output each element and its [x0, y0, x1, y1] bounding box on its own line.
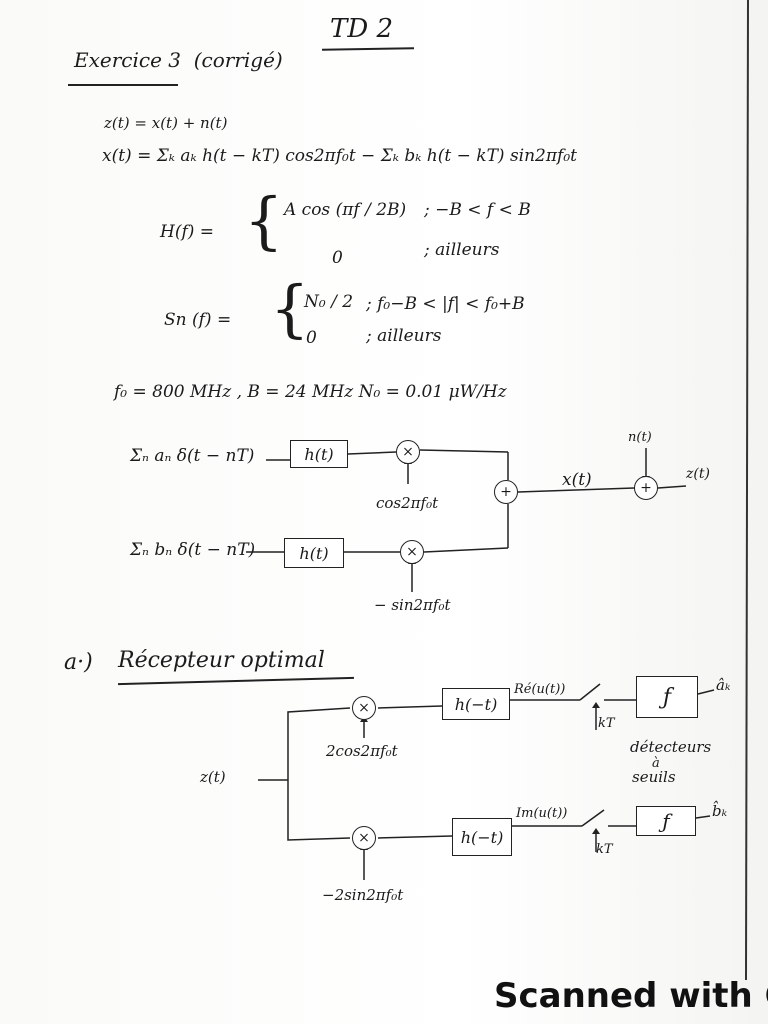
output-a-hat: âₖ — [716, 676, 731, 694]
decision-block-bottom: ƒ — [636, 806, 696, 836]
receiver-filter-top: h(−t) — [442, 688, 510, 720]
receiver-signal-real: Ré(u(t)) — [514, 682, 566, 697]
receiver-carrier-cos: 2cos2πf₀t — [326, 742, 398, 760]
equation-x: x(t) = Σₖ aₖ h(t − kT) cos2πf₀t − Σₖ bₖ … — [102, 146, 577, 166]
exercise-heading: Exercice 3 (corrigé) — [74, 48, 283, 72]
parameters-line: f₀ = 800 MHz , B = 24 MHz N₀ = 0.01 μW/H… — [114, 382, 507, 402]
carrier-sin-label: − sin2πf₀t — [374, 596, 451, 614]
decision-block-top: ƒ — [636, 676, 698, 718]
receiver-multiplier-top: × — [352, 696, 376, 720]
H-case2-expr: 0 — [332, 248, 343, 268]
Sn-case1-cond: ; f₀−B < |f| < f₀+B — [366, 294, 525, 314]
receiver-carrier-sin: −2sin2πf₀t — [322, 886, 404, 904]
decision-note-3: seuils — [632, 768, 676, 786]
output-z-label: z(t) — [686, 466, 710, 482]
receiver-multiplier-bottom: × — [352, 826, 376, 850]
multiplier-top: × — [396, 440, 420, 464]
receiver-signal-imag: Im(u(t)) — [516, 806, 568, 821]
Sn-brace: { — [270, 272, 310, 345]
H-case1-cond: ; −B < f < B — [424, 200, 531, 220]
section-marker: a·) — [64, 650, 93, 675]
H-label: H(f) = — [160, 222, 215, 242]
sampler-top-label: kT — [598, 716, 615, 731]
scanner-watermark: Scanned with Ca — [494, 976, 768, 1016]
H-case2-cond: ; ailleurs — [424, 240, 500, 260]
equation-z: z(t) = x(t) + n(t) — [104, 114, 228, 132]
Sn-case1-expr: N₀ / 2 — [304, 292, 354, 312]
H-brace: { — [244, 184, 284, 257]
Sn-case2-cond: ; ailleurs — [366, 326, 442, 346]
page-title: TD 2 — [330, 14, 393, 44]
exercise-underline — [68, 84, 178, 86]
filter-h-top: h(t) — [290, 440, 348, 468]
H-case1-expr: A cos (πf / 2B) — [284, 200, 407, 220]
section-title: Récepteur optimal — [118, 648, 325, 673]
input-b-label: Σₙ bₙ δ(t − nT) — [130, 540, 256, 560]
decision-note-2: à — [652, 756, 660, 771]
adder-2: + — [634, 476, 658, 500]
x-label: x(t) — [562, 470, 592, 490]
receiver-input-label: z(t) — [200, 768, 226, 786]
multiplier-bottom: × — [400, 540, 424, 564]
receiver-filter-bottom: h(−t) — [452, 818, 512, 856]
adder-1: + — [494, 480, 518, 504]
carrier-cos-label: cos2πf₀t — [376, 494, 439, 512]
decision-note-1: détecteurs — [630, 738, 712, 756]
Sn-label: Sn (f) = — [164, 310, 232, 330]
filter-h-bottom: h(t) — [284, 538, 344, 568]
Sn-case2-expr: 0 — [306, 328, 317, 348]
noise-label: n(t) — [628, 430, 652, 445]
exercise-label: Exercice 3 — [74, 48, 181, 72]
input-a-label: Σₙ aₙ δ(t − nT) — [130, 446, 255, 466]
exercise-note: (corrigé) — [193, 48, 283, 72]
output-b-hat: b̂ₖ — [712, 802, 728, 820]
sampler-bottom-label: kT — [596, 842, 613, 857]
